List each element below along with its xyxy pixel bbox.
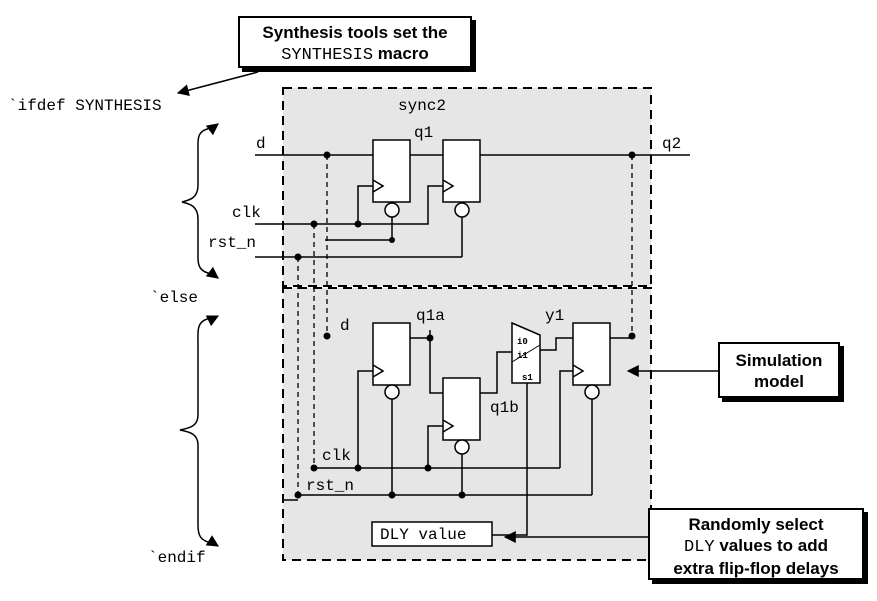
flop-q2-sim [572, 322, 611, 386]
sim-y1-label: y1 [545, 307, 564, 325]
sync2-clk-label: clk [232, 204, 261, 222]
synthesis-callout-line1: Synthesis tools set the [262, 23, 448, 42]
else-directive: `else [150, 289, 198, 307]
dly-value-label: DLY value [380, 526, 466, 544]
sync2-module-label: sync2 [398, 97, 446, 115]
mux-s1-label: s1 [522, 373, 533, 383]
synthesis-macro-suffix: macro [377, 44, 429, 63]
flop-q2 [442, 139, 481, 203]
endif-directive: `endif [148, 549, 206, 567]
synthesis-arrow [176, 71, 259, 97]
dly-value-box [371, 521, 493, 547]
sim-d-label: d [340, 317, 350, 335]
flop-q1 [372, 139, 411, 203]
simulation-callout: Simulation model [718, 342, 840, 398]
ifdef-brace [181, 127, 213, 275]
simulation-callout-line1: Simulation [735, 351, 823, 370]
mux-i0-label: i0 [517, 337, 528, 347]
else-brace [179, 317, 213, 544]
random-callout-line3: extra flip-flop delays [673, 559, 839, 578]
random-callout-line2: values to add [719, 536, 828, 555]
sync2-rst-label: rst_n [208, 234, 256, 252]
random-dly-callout: Randomly select DLY values to add extra … [648, 508, 864, 580]
synthesis-callout: Synthesis tools set the SYNTHESIS macro [238, 16, 472, 68]
mux-i1-label: i1 [517, 351, 528, 361]
sync2-d-label: d [256, 135, 266, 153]
random-callout-line1: Randomly select [688, 515, 824, 534]
synthesis-macro-text: SYNTHESIS [281, 46, 374, 65]
flop-q1b [442, 377, 481, 441]
sim-clk-label: clk [322, 447, 351, 465]
sync2-q2-label: q2 [662, 135, 681, 153]
flop-q1a [372, 322, 411, 386]
ifdef-directive: `ifdef SYNTHESIS [8, 97, 162, 115]
sim-rst-label: rst_n [306, 477, 354, 495]
simulation-callout-line2: model [753, 372, 805, 391]
random-dly-text: DLY [684, 538, 715, 557]
sim-q1a-label: q1a [416, 307, 445, 325]
sync2-q1-label: q1 [414, 124, 433, 142]
sim-q1b-label: q1b [490, 399, 519, 417]
